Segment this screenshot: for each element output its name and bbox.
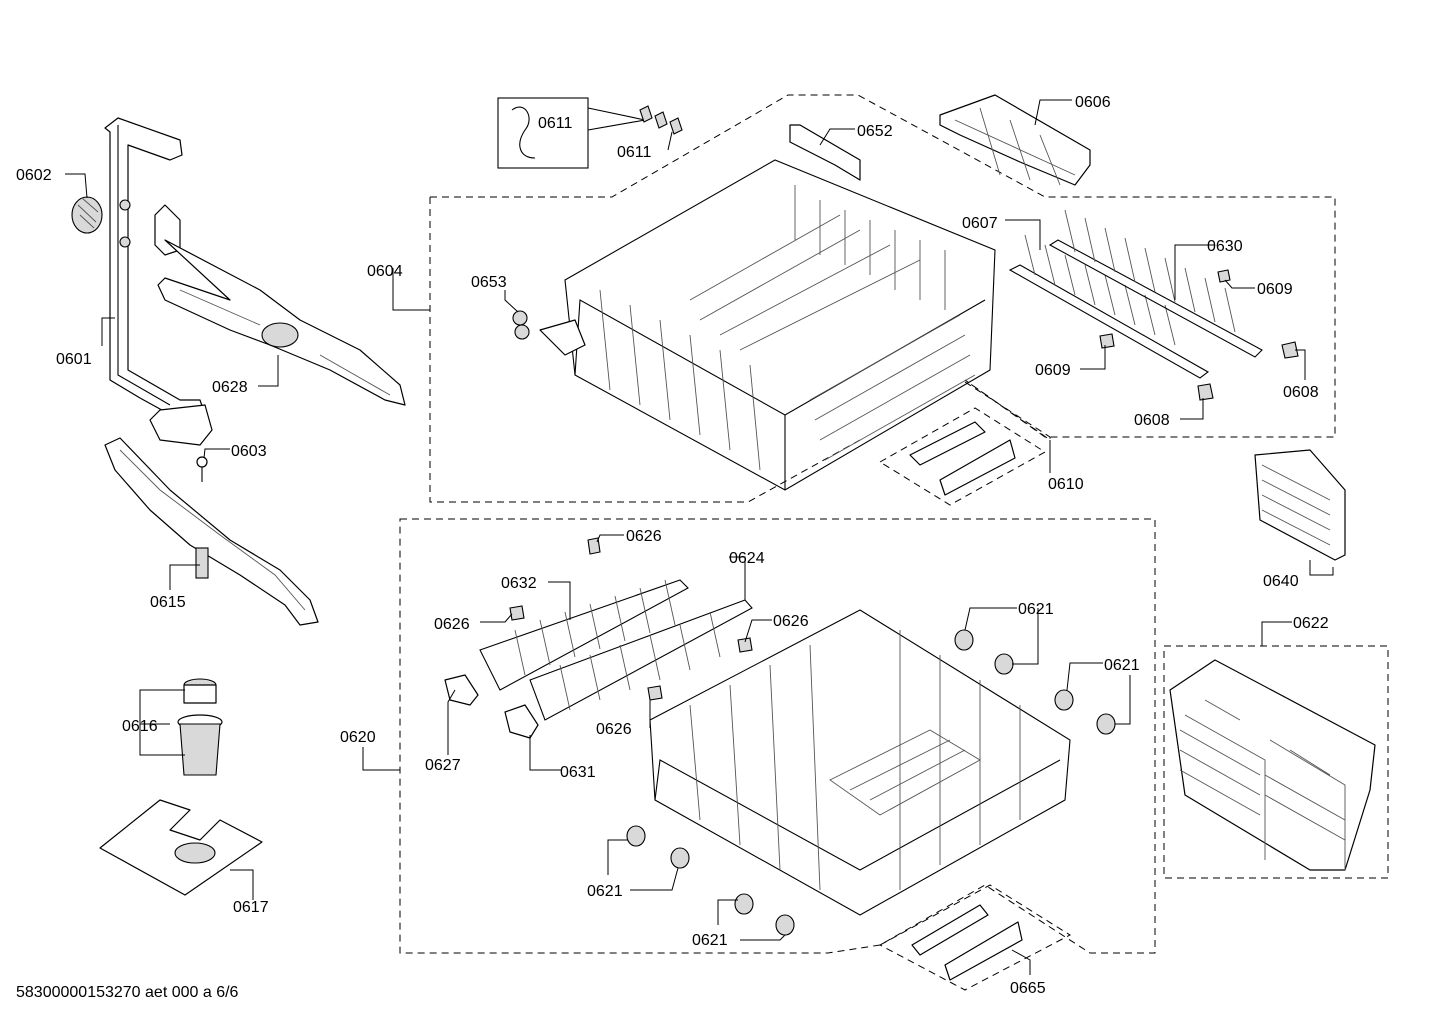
rail-0665 [911, 904, 1023, 981]
cutlery-basket-0622 [1169, 659, 1376, 871]
clip-0626b [509, 605, 525, 621]
inset-box-0611 [497, 97, 589, 169]
label-0627: 0627 [425, 757, 461, 774]
label-0621-bottom: 0621 [692, 932, 728, 949]
label-0622: 0622 [1293, 615, 1329, 632]
label-0609-left: 0609 [1035, 362, 1071, 379]
clip-0626d [647, 685, 663, 701]
label-0603: 0603 [231, 443, 267, 460]
label-0607: 0607 [962, 215, 998, 232]
lower-rack-0620 [649, 609, 1071, 916]
feed-pipe-0601 [104, 117, 213, 446]
clip-0609a [1217, 269, 1231, 283]
label-0602: 0602 [16, 167, 52, 184]
screw-0603 [196, 456, 208, 482]
label-0608-right: 0608 [1283, 384, 1319, 401]
label-0621-top: 0621 [1018, 601, 1054, 618]
upper-rack-group-outline [429, 94, 1336, 503]
filter-0616 [177, 678, 223, 776]
basket-group-outline [1163, 645, 1389, 879]
leader-lines [65, 99, 1334, 975]
label-0626-top: 0626 [626, 528, 662, 545]
spray-arm-0615 [104, 437, 319, 626]
clips-0611 [639, 105, 683, 135]
label-0611: 0611 [617, 144, 652, 161]
nozzle-0602 [71, 196, 103, 234]
label-0626-bottom: 0626 [596, 721, 632, 738]
label-0610: 0610 [1048, 476, 1084, 493]
label-0606: 0606 [1075, 94, 1111, 111]
label-0626-right: 0626 [773, 613, 809, 630]
label-0620: 0620 [340, 729, 376, 746]
label-0608-left: 0608 [1134, 412, 1170, 429]
bracket-0631 [504, 704, 539, 739]
label-0665: 0665 [1010, 980, 1046, 997]
rail-0610 [909, 421, 1016, 496]
label-0621-left: 0621 [587, 883, 623, 900]
clip-0626c [737, 637, 753, 653]
tine-row-0607 [1008, 234, 1210, 379]
label-0609-right: 0609 [1257, 281, 1293, 298]
filter-plate-0617 [99, 799, 263, 896]
label-0630: 0630 [1207, 238, 1243, 255]
rail-0610-outline [879, 407, 1046, 506]
clip-0609b [1099, 333, 1115, 349]
clip-0608a [1281, 341, 1299, 359]
tine-row-0632 [479, 579, 689, 691]
label-0616: 0616 [122, 718, 158, 735]
clip-0608b [1197, 383, 1214, 401]
basket-0640 [1254, 449, 1346, 561]
label-0640: 0640 [1263, 573, 1299, 590]
spray-arm-0628 [154, 204, 406, 406]
rail-0665-outline [878, 884, 1072, 991]
label-0632: 0632 [501, 575, 537, 592]
tine-row-0624 [529, 599, 753, 721]
upper-rack-0604 [564, 159, 996, 491]
document-id: 58300000153270 aet 000 a 6/6 [16, 984, 239, 1001]
label-0621-right: 0621 [1104, 657, 1140, 674]
label-0601: 0601 [56, 351, 92, 368]
bracket-0627 [444, 674, 479, 706]
label-0615: 0615 [150, 594, 186, 611]
label-0631: 0631 [560, 764, 596, 781]
label-0628: 0628 [212, 379, 248, 396]
upper-rack-outline-right [964, 381, 1051, 438]
label-0604: 0604 [367, 263, 403, 280]
tine-row-0630 [1048, 209, 1263, 358]
lower-rack-group-outline [399, 518, 1156, 954]
label-0611-inset: 0611 [538, 115, 573, 132]
cable-0611 [511, 106, 536, 159]
bracket-0652 [789, 124, 861, 181]
label-0652: 0652 [857, 123, 893, 140]
wheels-0653 [512, 310, 586, 356]
label-0626-left: 0626 [434, 616, 470, 633]
label-0653: 0653 [471, 274, 507, 291]
label-0617: 0617 [233, 899, 269, 916]
cup-shelf-0606 [939, 94, 1091, 186]
wheels-0621 [626, 629, 1116, 936]
label-0624: 0624 [729, 550, 765, 567]
inset-box-pointer [587, 107, 646, 131]
